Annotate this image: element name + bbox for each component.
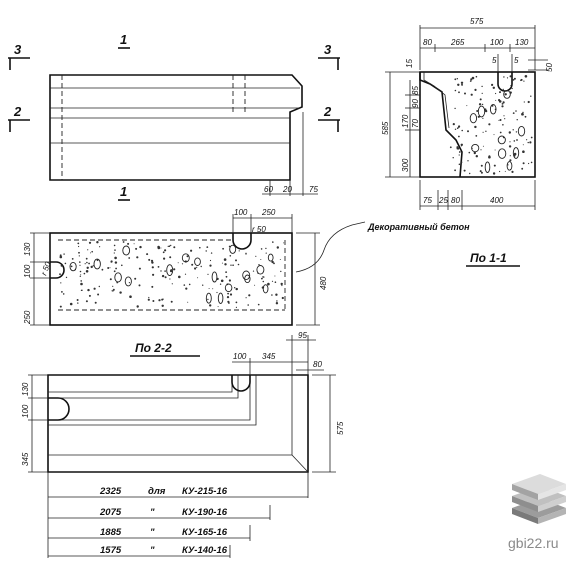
- table-row-1-mark: КУ-215-16: [182, 486, 228, 497]
- dim-sec-585: 585: [381, 121, 390, 135]
- table-row-1-length: 2325: [99, 486, 122, 497]
- section-mark-1-bottom: 1: [120, 184, 127, 199]
- dim-sec-b400: 400: [490, 196, 504, 205]
- section-stipple: [449, 75, 533, 175]
- dim-bot-95: 95: [298, 331, 307, 340]
- dim-sec-575: 575: [470, 17, 484, 26]
- dim-60: 60: [264, 185, 273, 194]
- dim-sec-265: 265: [450, 38, 465, 47]
- dim-bot-100v: 100: [21, 404, 30, 418]
- dim-bot-345v: 345: [21, 452, 30, 466]
- dim-plan-100v: 100: [23, 264, 32, 278]
- dim-sec-5b: 5: [514, 56, 519, 65]
- table-row-2-mark: КУ-190-16: [182, 507, 228, 518]
- dim-bot-130v: 130: [21, 382, 30, 396]
- section-mark-2-right: 2: [323, 104, 332, 119]
- watermark-text: gbi22.ru: [508, 535, 559, 551]
- dim-bot-100: 100: [233, 352, 247, 361]
- dim-75: 75: [309, 185, 318, 194]
- decorative-leader: [295, 221, 366, 273]
- dim-sec-50: 50: [545, 63, 554, 72]
- table-row-4-mark: КУ-140-16: [182, 545, 228, 556]
- dim-sec-85: 85: [411, 86, 420, 95]
- section-mark-3-right: 3: [324, 42, 332, 57]
- cut-1-1-label: По 1-1: [470, 251, 507, 265]
- table-row-2-length: 2075: [99, 507, 122, 518]
- dim-plan-250: 250: [261, 208, 276, 217]
- section-mark-3-left: 3: [14, 42, 22, 57]
- dim-plan-480: 480: [319, 276, 328, 290]
- dim-bot-80: 80: [313, 360, 322, 369]
- table-row-3-note: ": [150, 527, 155, 538]
- dim-sec-b25: 25: [438, 196, 448, 205]
- dim-plan-r50: r 50: [252, 225, 266, 234]
- decorative-concrete-label: Декоративный бетон: [367, 222, 470, 232]
- plan-view: [30, 214, 320, 326]
- dim-sec-90: 90: [411, 99, 420, 108]
- dim-plan-130v: 130: [23, 242, 32, 256]
- table-row-3-length: 1885: [100, 527, 122, 538]
- table-row-2-note: ": [150, 507, 155, 518]
- dim-plan-100: 100: [234, 208, 248, 217]
- dim-sec-170: 170: [401, 114, 410, 128]
- table-row-4-length: 1575: [100, 545, 122, 556]
- dim-bot-345: 345: [262, 352, 276, 361]
- section-1-1-view: [385, 25, 548, 210]
- dim-sec-80: 80: [423, 38, 432, 47]
- dim-20: 20: [282, 185, 292, 194]
- section-mark-2-left: 2: [13, 104, 22, 119]
- table-row-1-note: для: [148, 486, 166, 497]
- dim-sec-100: 100: [490, 38, 504, 47]
- dim-sec-15: 15: [405, 59, 414, 68]
- dim-sec-b80: 80: [451, 196, 460, 205]
- dim-sec-5a: 5: [492, 56, 497, 65]
- gbi-logo-icon: [512, 474, 566, 524]
- table-row-4-note: ": [150, 545, 155, 556]
- front-elevation-view: [49, 74, 318, 196]
- cut-2-2-label: По 2-2: [135, 341, 172, 355]
- concrete-stipple: [59, 241, 285, 308]
- table-row-3-mark: КУ-165-16: [182, 527, 228, 538]
- section-mark-1-top: 1: [120, 32, 127, 47]
- dim-sec-300: 300: [401, 158, 410, 172]
- section-2-2-view: [28, 335, 336, 558]
- section-marks: [8, 47, 340, 201]
- dim-sec-70: 70: [411, 119, 420, 128]
- dim-bot-575: 575: [336, 421, 345, 435]
- dim-plan-250v: 250: [23, 310, 32, 325]
- dim-sec-130: 130: [515, 38, 529, 47]
- dim-sec-b75: 75: [423, 196, 432, 205]
